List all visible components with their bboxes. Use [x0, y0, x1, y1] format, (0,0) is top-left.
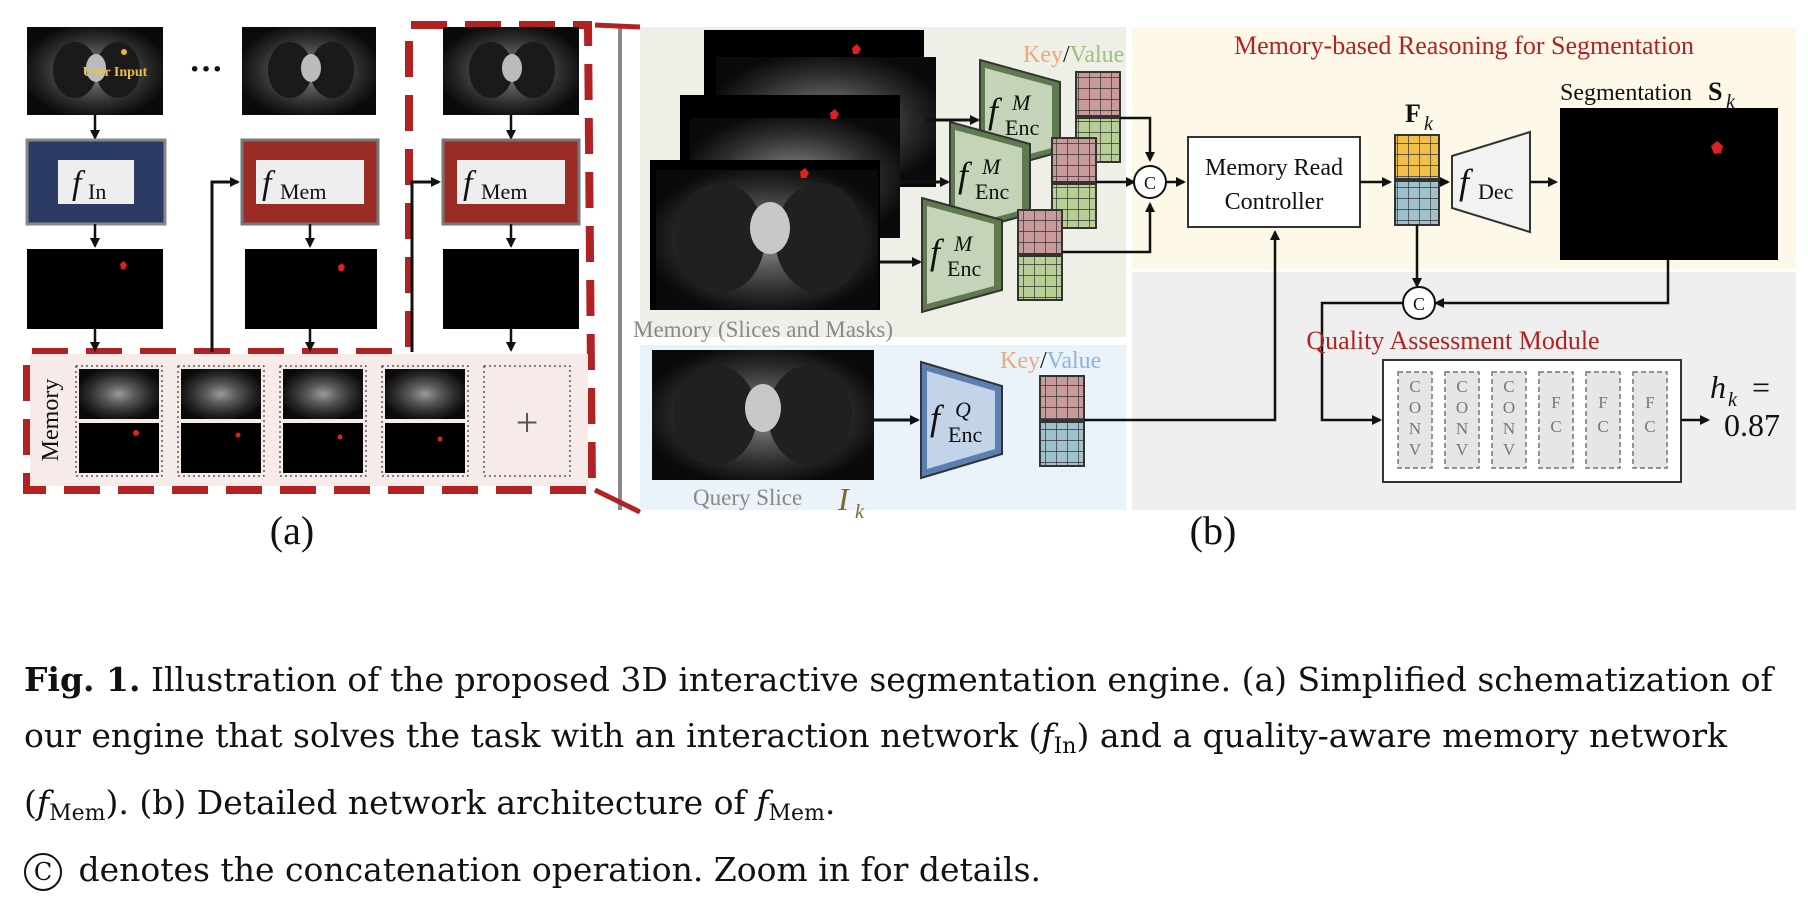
caption-part-3: ). (b) Detailed network architecture of [105, 783, 757, 822]
segmentation-sub: k [1726, 91, 1736, 113]
score-eq: = [1752, 369, 1770, 405]
qam-layer-letter: F [1551, 393, 1560, 412]
ct-slice-second [242, 27, 376, 115]
score-sub: k [1728, 389, 1738, 411]
query-caption: Query Slice [693, 485, 802, 510]
caption-f-in: f [1041, 716, 1054, 755]
qam-layer-letter: O [1456, 398, 1468, 417]
enc-q-sub: Enc [948, 422, 982, 447]
qam-layer-letter: C [1456, 377, 1467, 396]
f-mem-block-1: f Mem [240, 138, 380, 226]
caption-part-2: ) and a quality-aware memory network ( [24, 716, 1727, 822]
score-value: 0.87 [1724, 407, 1780, 443]
ct-slice-third [443, 27, 579, 115]
qam-layer-letter: C [1597, 417, 1608, 436]
panel-b: Memory (Slices and Masks) Key/Value f M … [633, 27, 1796, 553]
ellipsis: ··· [189, 51, 223, 88]
qam-layer-letter: V [1409, 440, 1422, 459]
f-mem-sub-1: Mem [280, 179, 326, 204]
f-in-block: f In [25, 138, 167, 226]
qam-layer-letter: N [1409, 419, 1421, 438]
memory-pairs [75, 365, 571, 477]
concat-circle-icon: C [24, 853, 62, 891]
qam-layer-fc-5 [1585, 371, 1621, 469]
memory-read-controller [1187, 136, 1361, 228]
qam-layer-letter: C [1550, 417, 1561, 436]
concat-symbol-memory: C [1144, 173, 1156, 193]
read-ctrl-line2: Controller [1225, 189, 1324, 215]
caption-in-sub: In [1053, 734, 1077, 759]
qam-layer-letter: O [1503, 398, 1515, 417]
enc-m-sup-3: M [953, 231, 974, 256]
decoder [1451, 130, 1531, 234]
qam-layer-letter: C [1503, 377, 1514, 396]
qam-layer-fc-6 [1632, 371, 1668, 469]
qam-layer-fc-4 [1538, 371, 1574, 469]
qam-layer-letter: C [1409, 377, 1420, 396]
qam-layer-letter: O [1409, 398, 1421, 417]
segmentation-mask [1560, 108, 1778, 260]
qam-layer-letter: F [1645, 393, 1654, 412]
segmentation-label: Segmentation [1560, 80, 1692, 106]
memory-add-plus: + [516, 400, 539, 445]
read-ctrl-line1: Memory Read [1205, 155, 1343, 181]
kv-label-top: Key/Value [1023, 42, 1124, 68]
enc-m-sub-3: Enc [947, 256, 981, 281]
enc-q-sup: Q [955, 397, 971, 422]
f-in-sub: In [88, 179, 106, 204]
panel-a: User Input ··· f In [23, 21, 597, 553]
caption-part-4: . [824, 783, 836, 822]
query-kv-grids [1039, 375, 1085, 467]
caption-part-1: Illustration of the proposed 3D interact… [24, 660, 1773, 755]
caption-f-mem-2: f [756, 783, 769, 822]
qam-layer-letter: F [1598, 393, 1607, 412]
enc-m-sub-2: Enc [975, 179, 1009, 204]
query-encoder [920, 360, 1003, 480]
caption-mem-sub-2: Mem [768, 801, 825, 826]
segmentation-symbol: S [1708, 77, 1722, 106]
query-slice [652, 350, 874, 480]
qam-layer-conv-2 [1444, 371, 1480, 469]
concat-symbol-quality: C [1413, 294, 1425, 314]
memory-caption: Memory (Slices and Masks) [633, 317, 893, 342]
panel-a-tag: (a) [270, 508, 314, 553]
panel-b-tag: (b) [1190, 508, 1237, 553]
caption-mem-sub: Mem [49, 801, 106, 826]
enc-m-sup-2: M [981, 154, 1002, 179]
query-symbol-sub: k [855, 501, 865, 523]
dec-sub: Dec [1478, 179, 1514, 204]
caption-f-mem: f [36, 783, 50, 822]
query-symbol: I [837, 481, 850, 517]
qam-layer-letter: C [1644, 417, 1655, 436]
qam-layer-conv-3 [1491, 371, 1527, 469]
qam-layer-letter: N [1456, 419, 1468, 438]
f-mem-sub-2: Mem [481, 179, 527, 204]
enc-m-sup-1: M [1011, 90, 1032, 115]
memory-slices-stack [650, 30, 936, 310]
user-input-label: User Input [83, 65, 148, 80]
f-mem-block-2: f Mem [441, 138, 581, 226]
score-symbol: h [1710, 369, 1726, 405]
reasoning-title: Memory-based Reasoning for Segmentation [1234, 31, 1694, 60]
figure-caption: Fig. 1. Illustration of the proposed 3D … [24, 652, 1794, 898]
feature-symbol: F [1405, 99, 1421, 128]
qam-title: Quality Assessment Module [1306, 326, 1599, 355]
caption-part-5: denotes the concatenation operation. Zoo… [68, 850, 1042, 889]
enc-m-sub-1: Enc [1005, 115, 1039, 140]
feature-grids [1394, 134, 1440, 226]
feature-sub: k [1424, 113, 1434, 135]
qam-layer-letter: N [1503, 419, 1515, 438]
memory-vertical-label: Memory [38, 379, 64, 462]
ct-slice-first: User Input [27, 27, 163, 115]
kv-label-query: Key/Value [1000, 348, 1101, 374]
qam-layer-letter: V [1503, 440, 1516, 459]
memory-kv-grids [1017, 71, 1121, 301]
memory-encoder-3 [921, 196, 1003, 314]
qam-layer-conv-1 [1397, 371, 1433, 469]
caption-fig-label: Fig. 1. [24, 660, 141, 699]
mask-outputs [27, 249, 579, 329]
qam-layer-letter: V [1456, 440, 1469, 459]
